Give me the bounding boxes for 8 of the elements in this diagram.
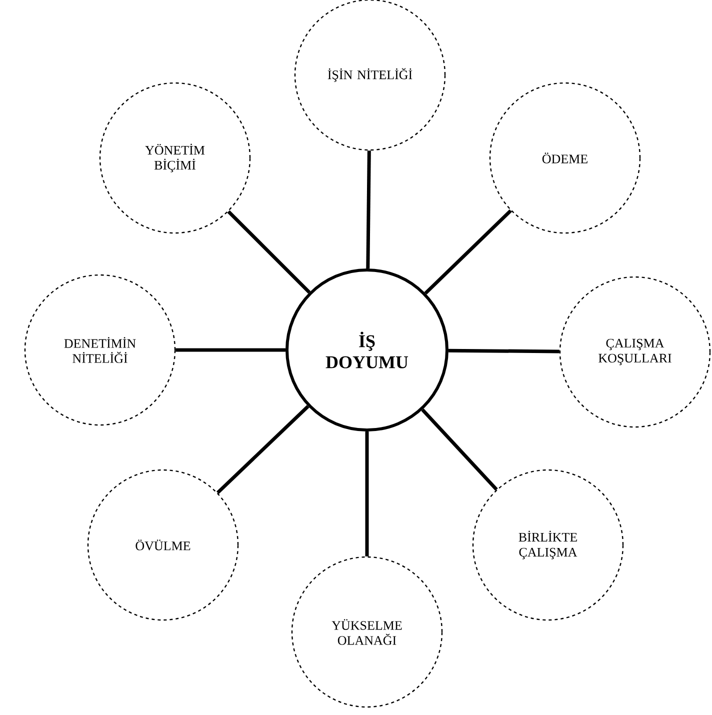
connector-line <box>424 209 512 295</box>
connector-line <box>227 210 311 294</box>
connector-line <box>216 405 310 494</box>
connector-line <box>365 432 369 556</box>
connector-line <box>366 150 371 269</box>
connector-line <box>421 408 498 491</box>
connector-line <box>176 348 286 352</box>
connector-line <box>448 348 560 354</box>
